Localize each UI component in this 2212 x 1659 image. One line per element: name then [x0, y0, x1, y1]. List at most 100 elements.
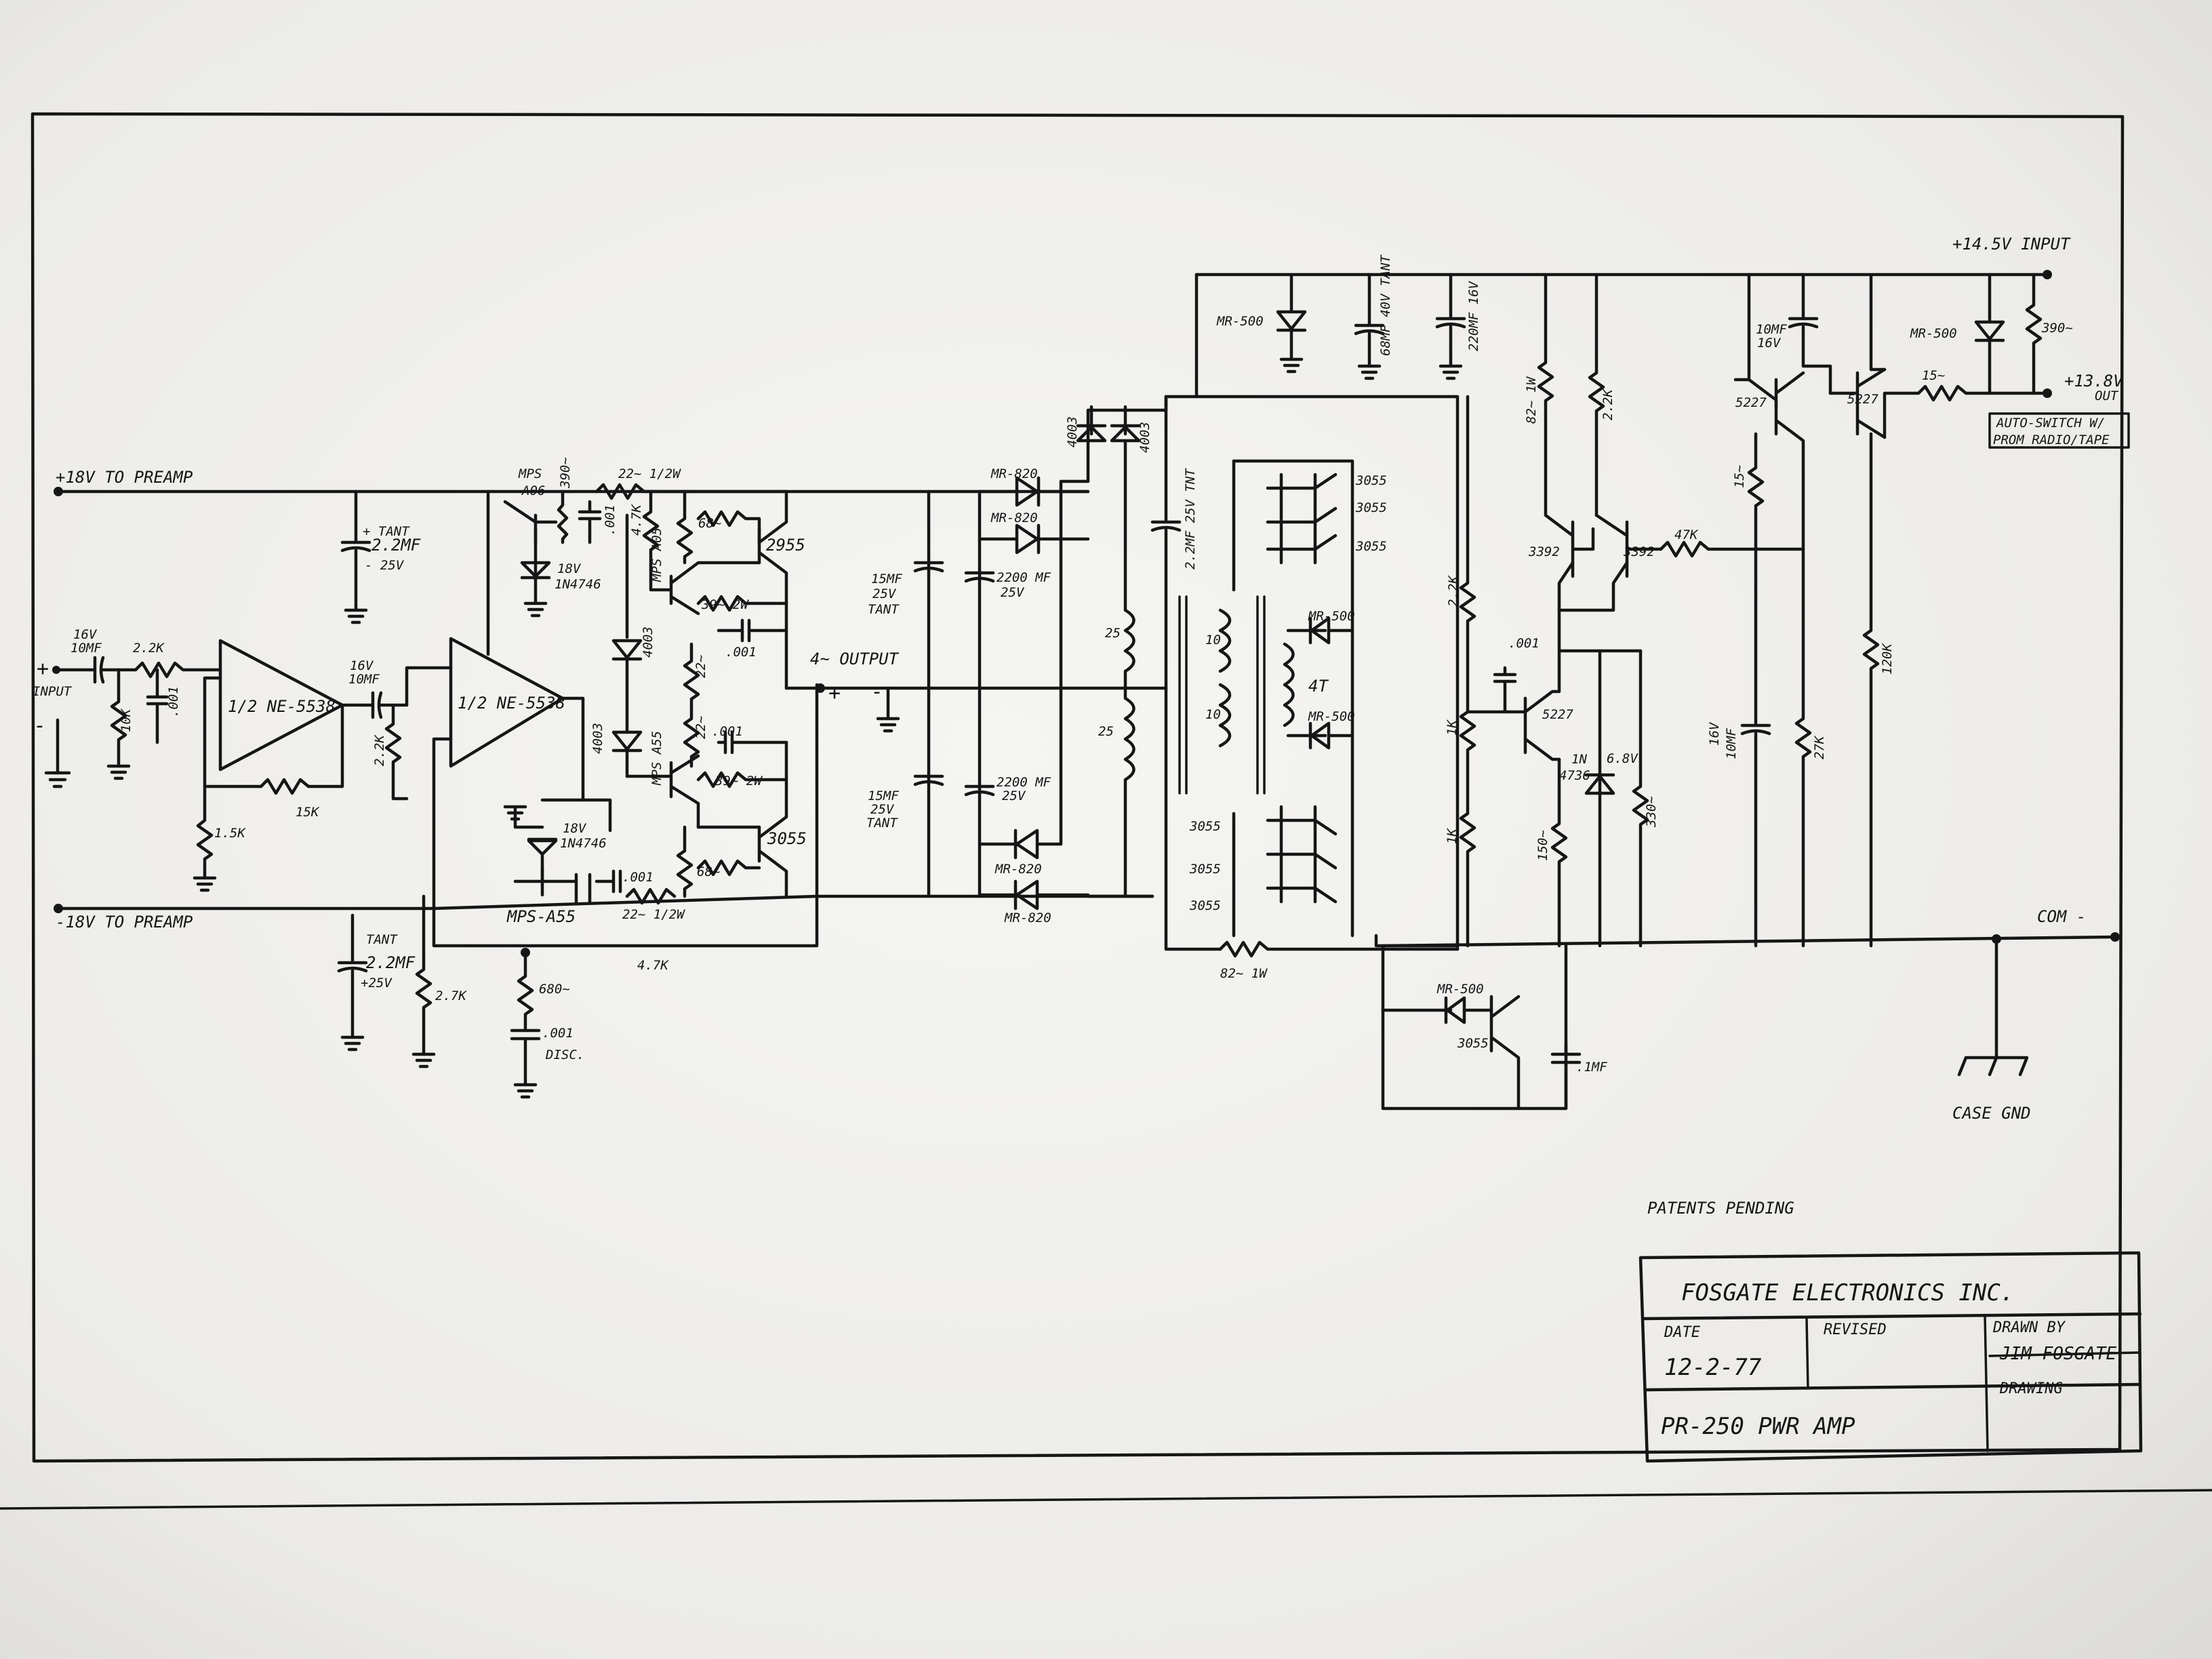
- svg-text:+: +: [828, 681, 841, 705]
- svg-text:2.2MF 25V TNT: 2.2MF 25V TNT: [1183, 468, 1198, 569]
- svg-text:INPUT: INPUT: [33, 684, 73, 699]
- regulator-pos: MPS A06 18V 1N4746 390~ .001 22~ 1/2W: [503, 457, 681, 618]
- svg-text:25: 25: [1105, 626, 1121, 641]
- svg-text:.001: .001: [725, 645, 757, 660]
- svg-text:+: +: [37, 657, 49, 681]
- svg-text:-: -: [34, 714, 46, 738]
- svg-text:39~ 2W: 39~ 2W: [715, 774, 763, 788]
- drawing-title: PR-250 PWR AMP: [1661, 1413, 1855, 1440]
- svg-text:2.2K: 2.2K: [372, 734, 387, 766]
- sheet-edge: [0, 1489, 2212, 1510]
- opamp-u1: 1/2 NE-5538 15K 1.5K: [193, 639, 368, 892]
- svg-text:18V: 18V: [563, 821, 587, 836]
- svg-text:16V: 16V: [350, 658, 374, 673]
- svg-text:MR-500: MR-500: [1910, 326, 1957, 341]
- svg-text:1N4746: 1N4746: [560, 836, 607, 851]
- output-stage: 4.7K MPS A05 68~ 2955 39~ 2W .001 4003 4…: [590, 489, 900, 898]
- revised-label: REVISED: [1824, 1321, 1887, 1338]
- svg-text:+14.5V INPUT: +14.5V INPUT: [1952, 235, 2071, 254]
- svg-text:TANT: TANT: [866, 816, 898, 831]
- svg-text:.001: .001: [542, 1026, 574, 1041]
- svg-text:10K: 10K: [119, 708, 134, 732]
- svg-text:4003: 4003: [1138, 422, 1152, 453]
- svg-text:18V: 18V: [557, 561, 582, 576]
- svg-text:.001: .001: [166, 686, 181, 717]
- svg-text:22~: 22~: [693, 655, 708, 678]
- svg-text:AUTO-SWITCH W/: AUTO-SWITCH W/: [1996, 416, 2105, 431]
- svg-text:4003: 4003: [641, 626, 656, 658]
- svg-text:MR-820: MR-820: [990, 466, 1038, 481]
- svg-text:2.2MF: 2.2MF: [371, 536, 421, 555]
- svg-text:25V: 25V: [872, 586, 897, 601]
- top-supply-caps: MR-500 68MF 40V TANT 220MF 16V: [1194, 254, 1768, 399]
- svg-text:3392: 3392: [1528, 544, 1560, 559]
- svg-text:68~: 68~: [697, 864, 720, 879]
- svg-text:4736: 4736: [1559, 768, 1590, 783]
- svg-text:4.7K: 4.7K: [637, 958, 669, 973]
- company-name: FOSGATE ELECTRONICS INC.: [1681, 1279, 2014, 1306]
- date-label: DATE: [1664, 1324, 1701, 1341]
- svg-text:4~ OUTPUT: 4~ OUTPUT: [810, 649, 900, 668]
- drawing-border: [31, 112, 2125, 1463]
- svg-text:15MF: 15MF: [871, 572, 902, 586]
- svg-text:TANT: TANT: [366, 932, 398, 947]
- svg-text:MPS-A55: MPS-A55: [506, 907, 576, 926]
- svg-text:15MF: 15MF: [868, 788, 899, 803]
- svg-text:15~: 15~: [1732, 465, 1747, 488]
- svg-text:2.2K: 2.2K: [133, 641, 165, 656]
- svg-text:3055: 3055: [1189, 862, 1221, 877]
- svg-text:330~: 330~: [1644, 796, 1659, 828]
- svg-text:MR-820: MR-820: [990, 511, 1038, 525]
- svg-text:3055: 3055: [1355, 539, 1387, 554]
- svg-text:1/2 NE-5538: 1/2 NE-5538: [228, 697, 336, 716]
- svg-text:1N: 1N: [1571, 752, 1587, 767]
- svg-text:A06: A06: [521, 483, 545, 498]
- svg-text:+25V: +25V: [361, 976, 393, 991]
- svg-text:3055: 3055: [1355, 500, 1387, 515]
- svg-text:.001: .001: [622, 870, 653, 885]
- svg-text:4T: 4T: [1308, 677, 1329, 696]
- svg-text:CASE GND: CASE GND: [1952, 1104, 2031, 1123]
- svg-text:MPS A05: MPS A05: [649, 527, 664, 582]
- svg-text:390~: 390~: [558, 457, 573, 489]
- regulator-section: 82~ 1W 2.2K 3392 3392 47K 2.2K 1K 1K .00…: [1381, 273, 1758, 1111]
- svg-text:1N4746: 1N4746: [555, 577, 601, 592]
- drawn-by-label: DRAWN BY: [1992, 1319, 2066, 1336]
- svg-text:1.5K: 1.5K: [214, 826, 246, 841]
- svg-text:3055: 3055: [1355, 473, 1387, 488]
- svg-text:15~: 15~: [1922, 368, 1945, 383]
- svg-text:MR-820: MR-820: [994, 862, 1042, 877]
- svg-text:4003: 4003: [590, 723, 605, 754]
- svg-text:82~ 1W: 82~ 1W: [1220, 966, 1268, 981]
- svg-text:.1MF: .1MF: [1576, 1060, 1607, 1075]
- svg-text:22~ 1/2W: 22~ 1/2W: [622, 907, 685, 922]
- svg-text:1K: 1K: [1445, 719, 1460, 736]
- svg-text:5227: 5227: [1847, 392, 1878, 407]
- svg-text:MR-500: MR-500: [1308, 609, 1355, 624]
- svg-text:39~ 2W: 39~ 2W: [701, 597, 749, 612]
- drawing-label: DRAWING: [1999, 1380, 2063, 1397]
- svg-text:120K: 120K: [1880, 643, 1895, 675]
- svg-text:MPS: MPS: [518, 466, 542, 481]
- svg-text:5227: 5227: [1735, 395, 1767, 410]
- svg-text:2955: 2955: [766, 536, 805, 555]
- output-138-section: 10MF 16V 5227 5227 15~ MR-500 390~ +14.5…: [1707, 235, 2130, 948]
- svg-text:MPS A55: MPS A55: [649, 731, 664, 786]
- title-block: FOSGATE ELECTRONICS INC. DATE 12-2-77 RE…: [1638, 1251, 2143, 1463]
- date-value: 12-2-77: [1664, 1354, 1762, 1381]
- svg-text:-: -: [871, 680, 883, 704]
- svg-text:10MF: 10MF: [348, 672, 380, 687]
- positive-18v-rail: +18V TO PREAMP: [54, 468, 1090, 496]
- svg-text:2200 MF: 2200 MF: [997, 775, 1051, 790]
- svg-text:10: 10: [1205, 633, 1221, 647]
- svg-text:MR-820: MR-820: [1004, 911, 1051, 925]
- svg-text:- 25V: - 25V: [365, 558, 405, 573]
- patents-note: PATENTS PENDING: [1647, 1199, 1794, 1218]
- svg-text:16V: 16V: [1757, 336, 1782, 351]
- svg-text:2.2K: 2.2K: [1601, 388, 1615, 420]
- svg-text:1K: 1K: [1445, 828, 1460, 844]
- inverter-block: 10 10 4T MR-500 MR-500 3055 3055 3055 30…: [1164, 395, 1568, 1111]
- svg-text:3055: 3055: [1189, 819, 1221, 834]
